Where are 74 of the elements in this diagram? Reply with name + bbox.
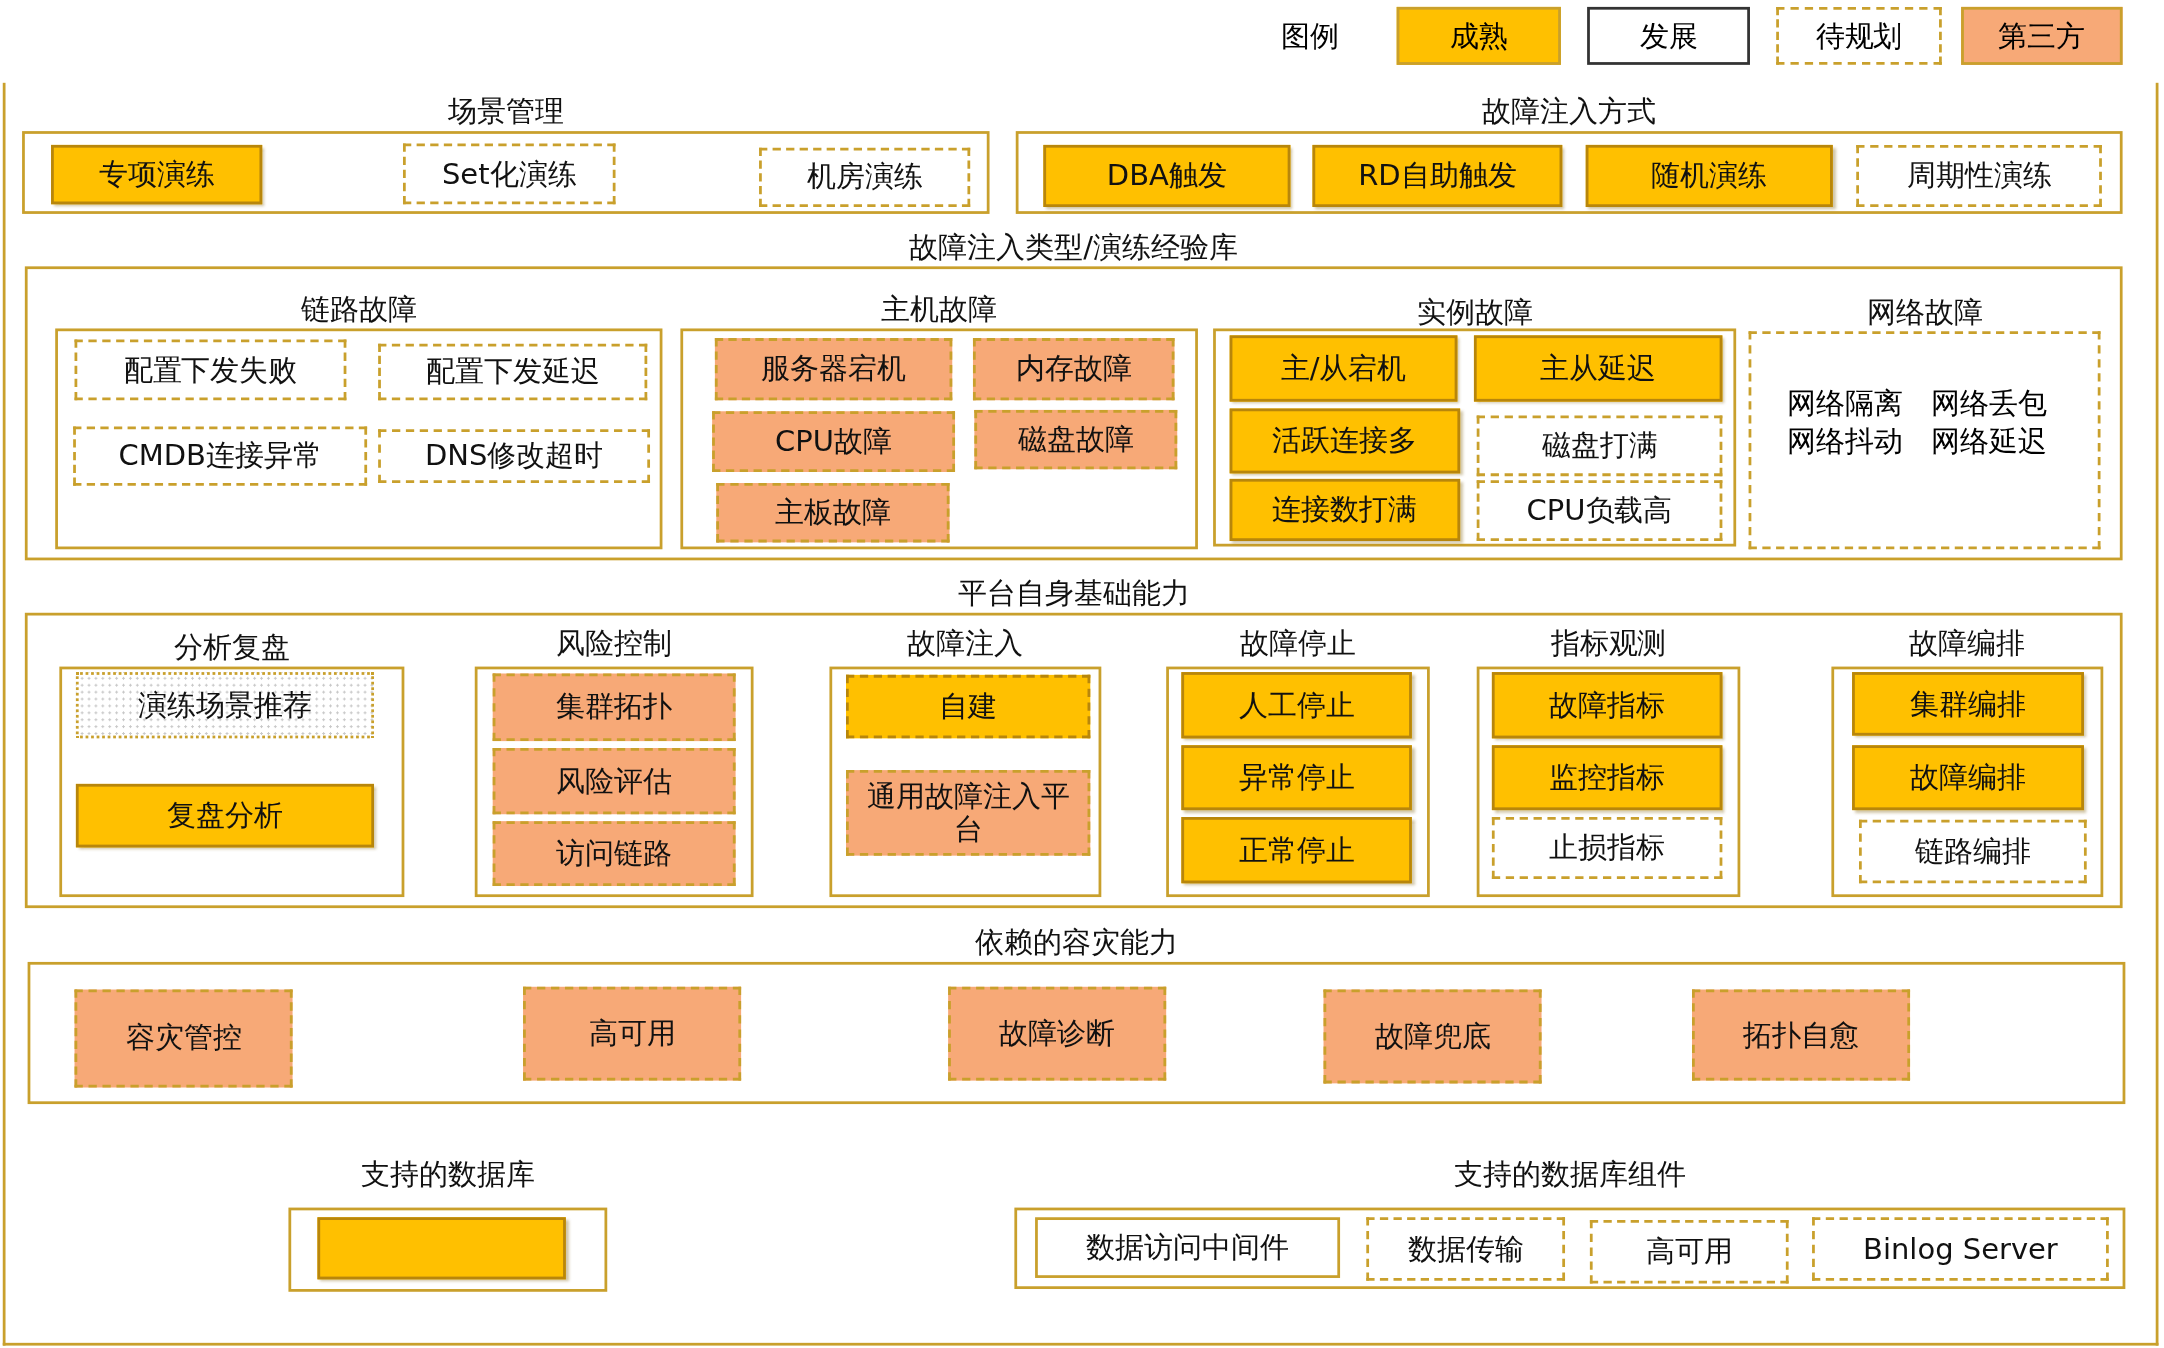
capability-box: 演练场景推荐 — [75, 672, 374, 739]
capability-box: 自建 — [846, 674, 1091, 739]
capability-box: 访问链路 — [492, 821, 736, 886]
capability-box: 磁盘打满 — [1476, 415, 1723, 477]
capability-box: 活跃连接多 — [1229, 408, 1461, 474]
capability-box: 高可用 — [1589, 1220, 1789, 1284]
list-item: 网络丢包 — [1930, 385, 2047, 422]
capability-box: RD自助触发 — [1312, 144, 1563, 207]
capability-box: 拓扑自愈 — [1692, 989, 1911, 1081]
legend-swatch: 第三方 — [1961, 6, 2123, 65]
group-heading: 分析复盘 — [172, 629, 291, 666]
capability-box: 主板故障 — [716, 483, 950, 543]
capability-box: CPU负载高 — [1476, 480, 1723, 541]
capability-box: 专项演练 — [51, 144, 263, 205]
capability-box: 故障兜底 — [1323, 989, 1542, 1084]
capability-box: 正常停止 — [1181, 817, 1412, 884]
capability-box: Binlog Server — [1812, 1217, 2109, 1281]
capability-box: 异常停止 — [1181, 745, 1412, 811]
group-heading: 实例故障 — [1415, 294, 1534, 331]
capability-box: 风险评估 — [492, 748, 736, 815]
capability-box: 数据传输 — [1366, 1217, 1566, 1281]
capability-box: 内存故障 — [972, 338, 1175, 401]
capability-box: 连接数打满 — [1229, 478, 1461, 541]
group-heading: 平台自身基础能力 — [956, 575, 1191, 612]
capability-box: DNS修改超时 — [378, 429, 651, 484]
group-heading: 支持的数据库组件 — [1452, 1156, 1687, 1194]
capability-box: 通用故障注入平台 — [846, 770, 1091, 856]
capability-box: 服务器宕机 — [714, 338, 953, 401]
capability-box: 集群编排 — [1852, 672, 2084, 736]
list-item: 网络隔离 — [1787, 385, 1904, 422]
group-heading: 场景管理 — [446, 94, 565, 131]
capability-box: 主从延迟 — [1473, 335, 1723, 402]
legend-title: 图例 — [1280, 18, 1339, 55]
capability-box: 集群拓扑 — [492, 673, 736, 742]
capability-box: 高可用 — [523, 986, 742, 1081]
capability-box: 故障诊断 — [948, 986, 1167, 1081]
capability-box: CMDB连接异常 — [73, 426, 368, 486]
capability-box: 周期性演练 — [1856, 144, 2102, 207]
legend-swatch: 发展 — [1587, 6, 1750, 65]
capability-box: 故障指标 — [1491, 672, 1723, 739]
capability-box: 配置下发延迟 — [378, 343, 648, 401]
group-heading: 链路故障 — [299, 291, 418, 328]
list-item: 网络抖动 — [1787, 424, 1904, 461]
capability-box: 监控指标 — [1491, 745, 1723, 811]
capability-box: 主/从宕机 — [1229, 335, 1458, 402]
capability-box: 机房演练 — [759, 147, 971, 207]
legend-swatch: 成熟 — [1396, 6, 1561, 65]
capability-box: Set化演练 — [403, 143, 616, 205]
group-heading: 主机故障 — [880, 291, 999, 328]
group-heading: 支持的数据库 — [359, 1156, 536, 1194]
capability-box: 止损指标 — [1491, 817, 1723, 880]
capability-box: 链路编排 — [1859, 819, 2087, 884]
capability-box: 故障编排 — [1852, 745, 2084, 811]
group-heading: 指标观测 — [1549, 625, 1668, 662]
group-heading: 故障注入类型/演练经验库 — [908, 229, 1239, 266]
capability-box: 人工停止 — [1181, 672, 1412, 739]
group-box: 数据访问中间件 — [1035, 1217, 1341, 1278]
capability-box: 磁盘故障 — [974, 409, 1178, 470]
group-heading: 网络故障 — [1865, 294, 1984, 331]
capability-box: 随机演练 — [1585, 144, 1833, 207]
capability-box: 复盘分析 — [75, 783, 374, 848]
group-heading: 故障停止 — [1239, 625, 1357, 662]
group-heading: 故障编排 — [1908, 625, 2027, 662]
group-heading: 故障注入方式 — [1481, 94, 1658, 131]
list-item: 网络延迟 — [1930, 424, 2047, 461]
database-box — [317, 1217, 566, 1280]
group-heading: 故障注入 — [906, 625, 1025, 662]
group-heading: 风险控制 — [555, 625, 674, 662]
capability-box: 配置下发失败 — [74, 339, 347, 401]
capability-box: DBA触发 — [1043, 144, 1291, 207]
capability-box: CPU故障 — [712, 411, 956, 472]
capability-box: 容灾管控 — [74, 989, 293, 1088]
legend-swatch: 待规划 — [1776, 6, 1942, 65]
group-heading: 依赖的容灾能力 — [974, 925, 1179, 962]
